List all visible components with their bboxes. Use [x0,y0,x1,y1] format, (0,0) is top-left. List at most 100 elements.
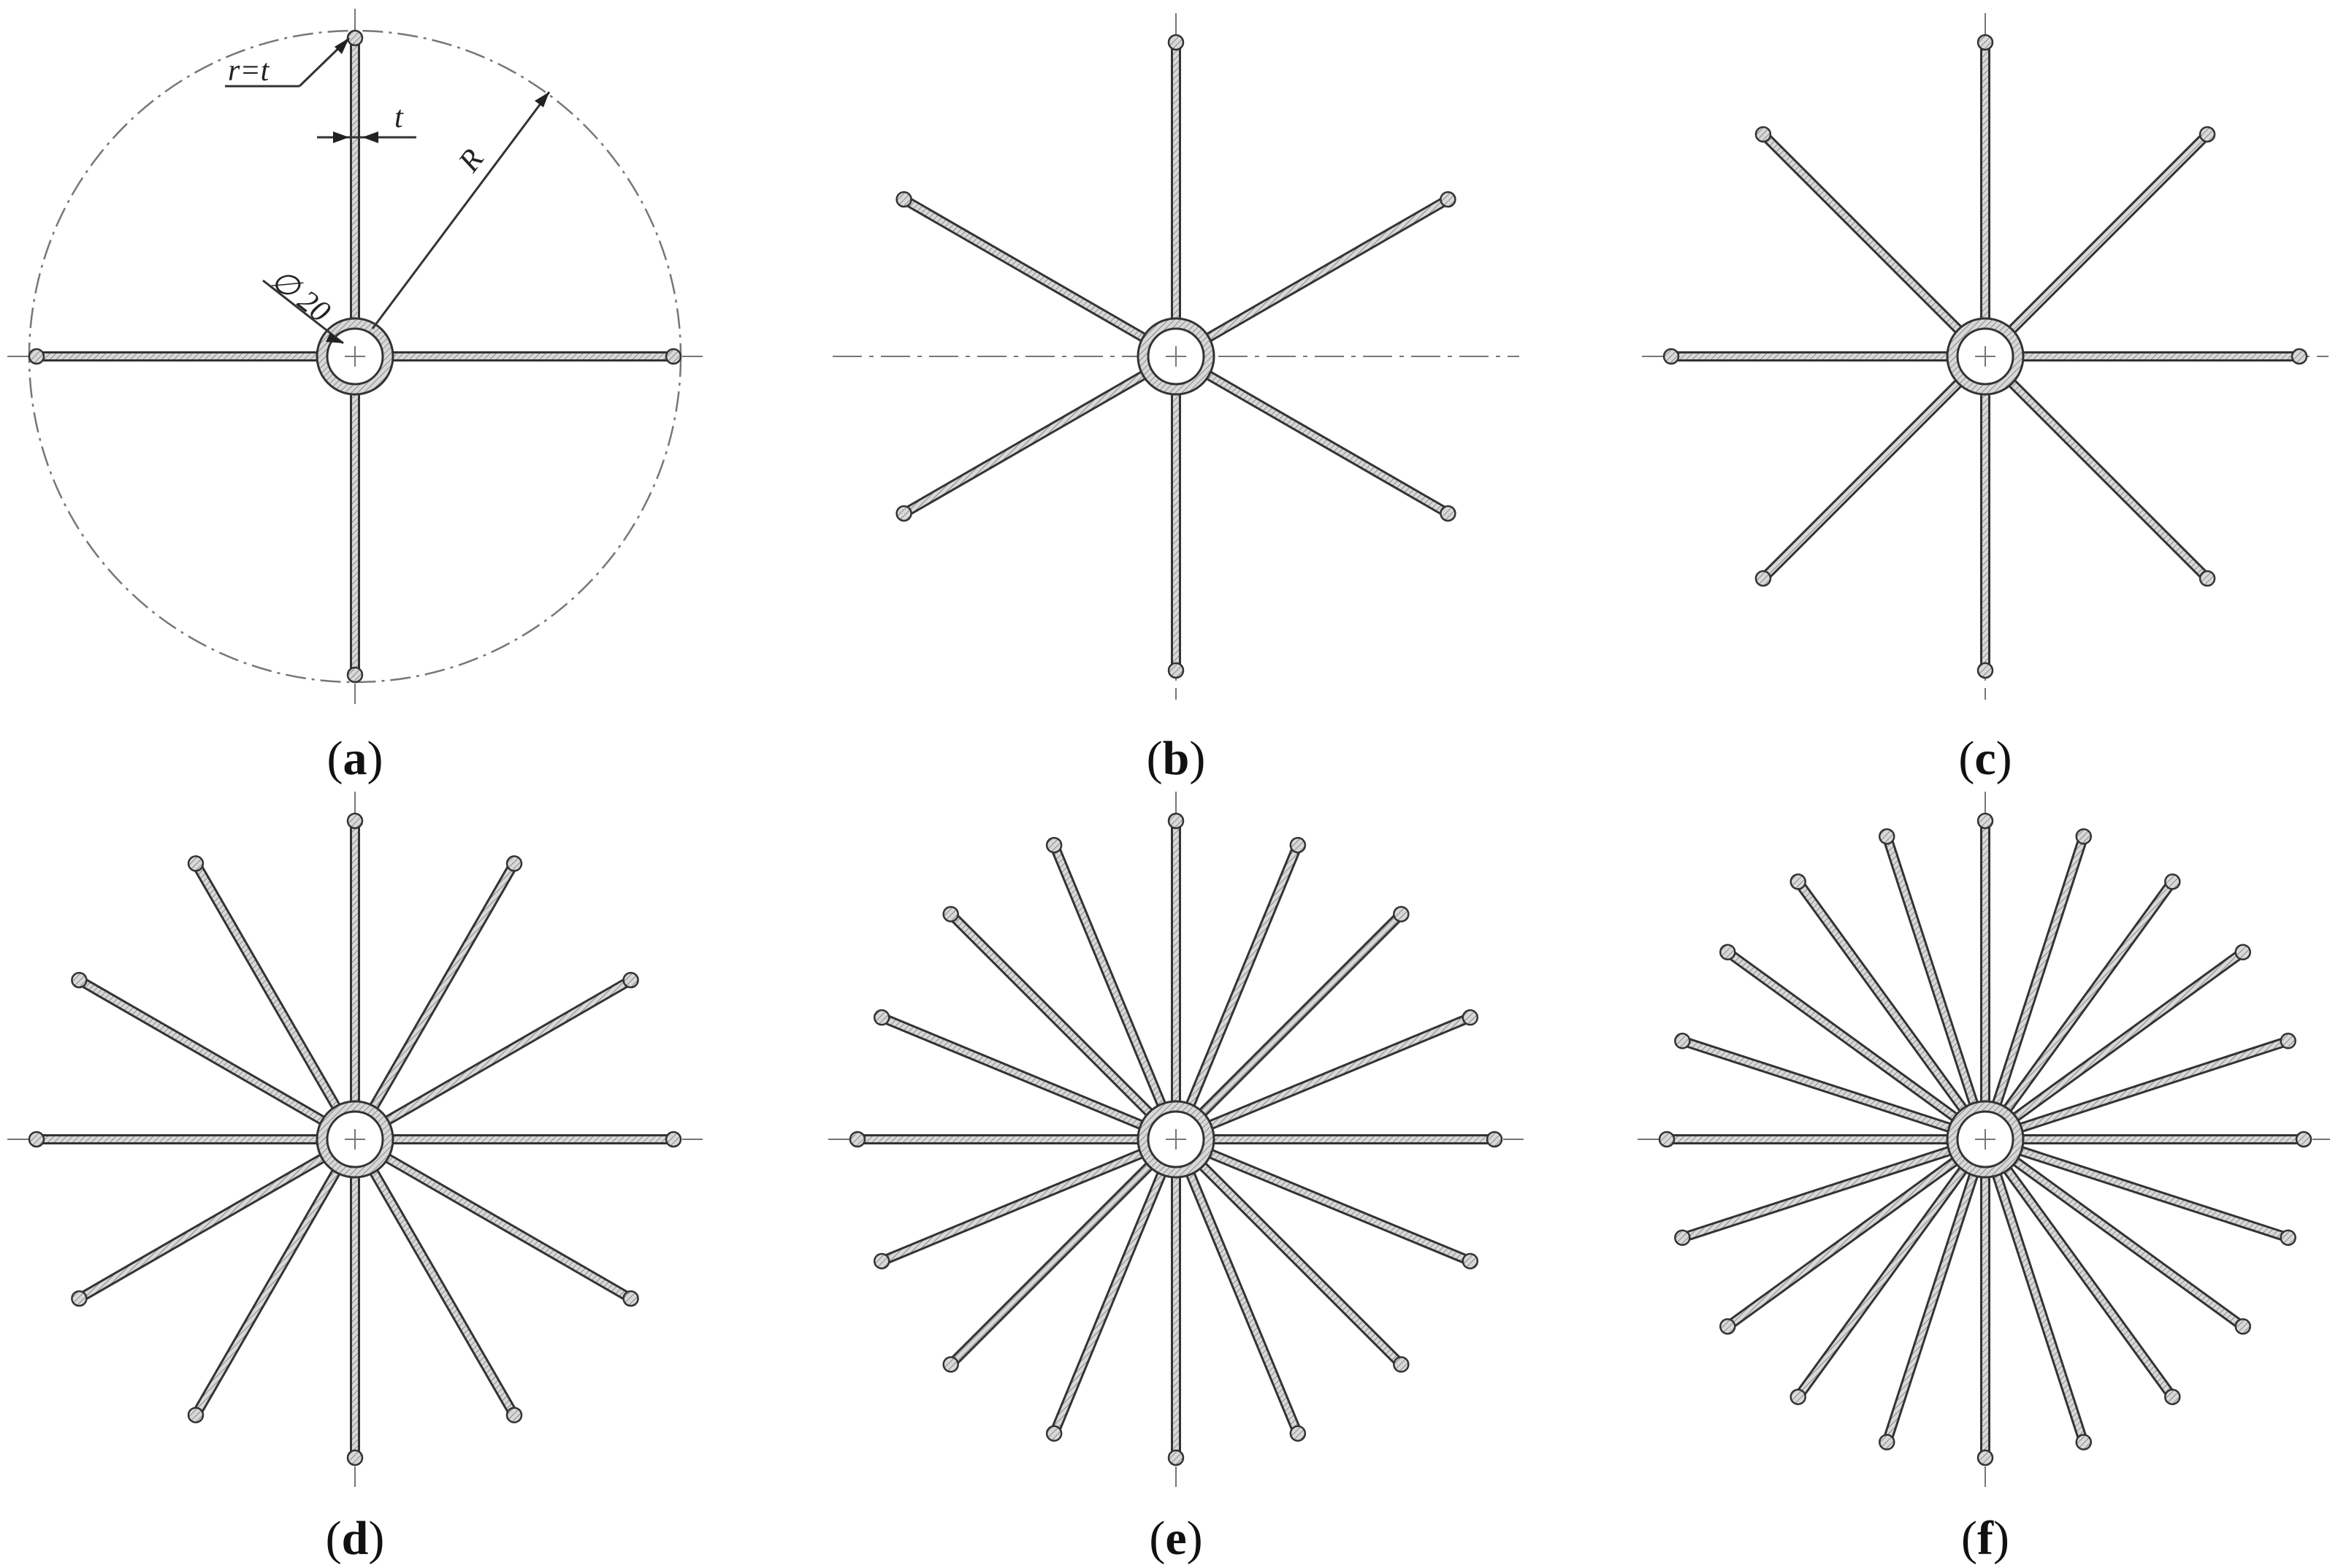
spoke-fill [1884,835,1977,1107]
spoke-fill [383,977,633,1125]
panel-b-spokes [833,13,1519,700]
panel-label-c: (c) [1958,732,2012,785]
spoke-tip [1440,505,1456,522]
panel-b [833,13,1519,700]
panel-label-d: (d) [326,1512,385,1565]
hub-outer-edge [1946,1100,2025,1179]
spoke-fill [1204,196,1450,342]
thickness-arrow-left [333,131,349,143]
spoke-tip [1662,348,1680,365]
spoke-tip [1167,812,1185,830]
spoke-fill [77,1154,326,1301]
hub-ring [1947,318,2023,394]
spoke-tip [2280,1033,2296,1049]
spoke-fill [2017,1147,2289,1241]
spoke-fill [1725,1157,1959,1329]
spoke-fill [1761,132,1963,334]
spoke-tip [895,505,912,522]
spoke-fill [1051,1170,1166,1435]
spoke-fill [1681,1038,1953,1131]
spoke-tip [346,1449,364,1466]
radius-arrowhead [535,92,549,107]
hub-ring [1947,1101,2023,1177]
fillet-leader-arrowhead [335,38,349,54]
spoke-tip [665,1131,682,1148]
spoke-tip [1789,1388,1806,1405]
spoke-fill [902,196,1147,342]
panel-f-spokes [1638,792,2330,1487]
spoke-tip [187,1407,205,1423]
spoke-tip [873,1253,890,1270]
hub-ring [1138,1101,1214,1177]
spoke-tip [2199,126,2216,143]
spoke-tip [1167,662,1185,679]
panel-e [828,792,1524,1487]
spoke-tip [1393,906,1410,922]
spoke-tip [1440,191,1456,208]
hub-outer-edge [316,1100,394,1179]
spoke-tip [28,348,45,365]
spoke-tip [2075,1434,2092,1450]
panel-a: r=t t R ∅ 20 [7,9,703,704]
spoke-fill [1051,844,1166,1109]
spoke-tip [942,1356,959,1373]
spoke-tip [1674,1033,1691,1049]
spoke-tip [1976,1449,1994,1466]
spoke-fill [2008,132,2209,334]
spoke-tip [2291,348,2308,365]
spoke-tip [873,1009,890,1026]
spoke-tip [849,1131,866,1148]
spoke-fill [1795,879,1968,1113]
spoke-fill [2003,1166,2175,1399]
panel-label-a: (a) [327,732,383,785]
spoke-fill [1993,835,2087,1107]
spoke-tip [187,855,205,872]
panel-a-spokes [7,9,703,704]
spoke-tip [2164,873,2181,890]
hub-ring [1138,318,1214,394]
spoke-fill [2008,379,2209,581]
spoke-fill [1681,1147,1953,1241]
panel-d [7,792,703,1487]
spoke-tip [1462,1253,1479,1270]
spoke-fill [1186,1170,1301,1435]
spoke-fill [193,1168,340,1417]
panel-label-e: (e) [1149,1512,1202,1565]
spoke-fill [1207,1014,1472,1129]
hub-diameter-leader [262,279,344,345]
spoke-tip [2199,570,2216,587]
spoke-tip [1976,662,1994,679]
spoke-fill [193,862,340,1111]
spoke-tip [1754,570,1772,587]
spoke-tip [665,348,682,365]
spoke-tip [1393,1356,1410,1373]
spoke-tip [1658,1131,1676,1148]
spoke-tip [895,191,912,208]
spoke-tip [1976,812,1994,830]
spoke-tip [2234,1318,2251,1335]
panel-c-spokes [1642,13,2329,700]
spoke-tip [346,812,364,830]
spoke-fill [1884,1171,1977,1443]
fillet-annotation-text: r=t [228,54,270,88]
hub-outer-edge [1137,317,1215,396]
spoke-fill [1761,379,1963,581]
spoke-fill [2012,1157,2245,1329]
spoke-fill [1199,911,1404,1117]
spoke-fill [880,1150,1145,1264]
hub-diameter-arrowhead [326,333,343,343]
hub-outer-edge [316,317,394,396]
spoke-tip [622,1290,639,1307]
panel-label-b: (b) [1147,732,1206,785]
spoke-tip [505,855,523,872]
spoke-fill [1725,949,1959,1122]
hub-ring [317,1101,393,1177]
spoke-tip [1289,836,1307,854]
spoke-tip [2295,1131,2312,1148]
spoke-tip [1289,1425,1307,1442]
spoke-tip [71,971,88,989]
spoke-fill [948,1162,1153,1367]
spoke-tip [1789,873,1806,890]
spoke-fill [902,371,1147,516]
spoke-fill [948,911,1153,1117]
